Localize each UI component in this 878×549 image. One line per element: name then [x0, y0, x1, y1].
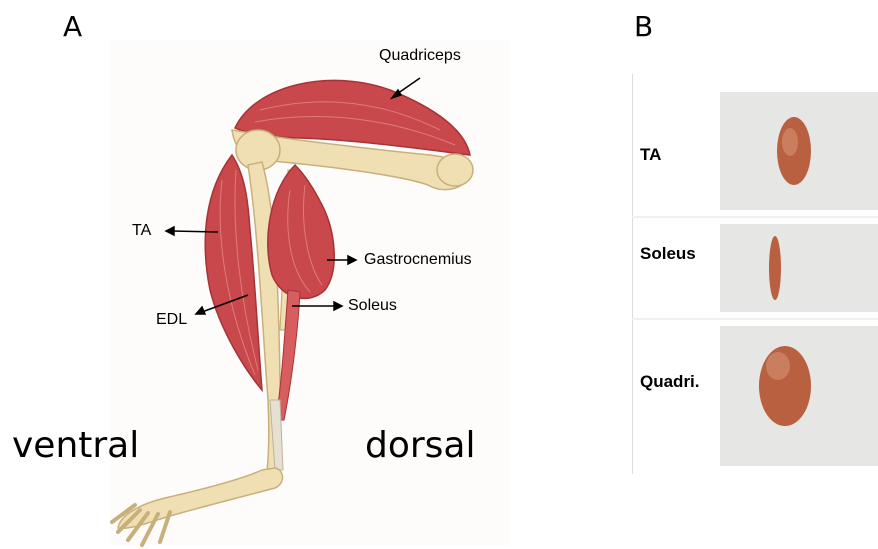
label-b-quadri: Quadri.	[640, 372, 700, 392]
panel-b-letter: B	[634, 10, 653, 43]
quadri-tissue-highlight	[766, 352, 790, 380]
label-ta: TA	[132, 222, 151, 240]
label-quadriceps: Quadriceps	[379, 47, 461, 65]
label-b-soleus: Soleus	[640, 244, 696, 264]
mouse-hindlimb-illustration	[0, 0, 630, 549]
label-gastrocnemius: Gastrocnemius	[364, 251, 472, 269]
ta-arrow	[172, 231, 218, 232]
label-ventral: ventral	[12, 425, 139, 466]
label-b-ta: TA	[640, 145, 661, 165]
label-dorsal: dorsal	[365, 425, 476, 466]
soleus-photo	[720, 224, 878, 312]
muscle-photo-panel	[632, 74, 878, 474]
label-soleus: Soleus	[348, 297, 397, 315]
soleus-tissue	[769, 236, 781, 300]
muscle-photo-svg	[632, 74, 878, 474]
femur-head	[437, 154, 473, 186]
label-edl: EDL	[156, 311, 187, 329]
ta-tissue-highlight	[782, 128, 798, 156]
